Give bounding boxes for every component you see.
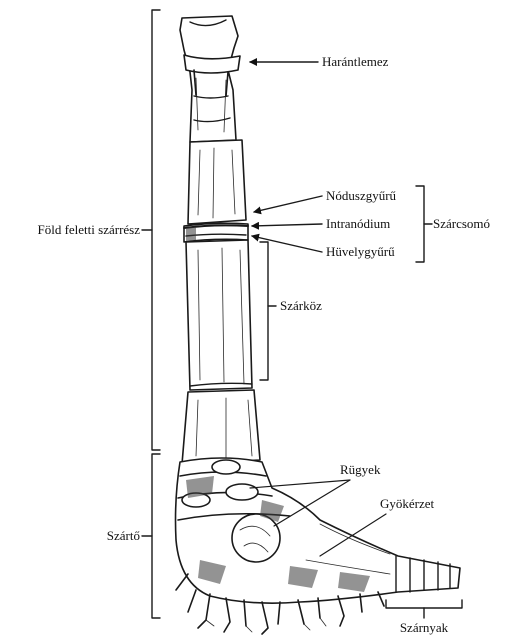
label-szarkoz: Szárköz <box>280 298 322 313</box>
label-szarto: Szártő <box>107 528 140 543</box>
label-rugyek: Rügyek <box>340 462 381 477</box>
huvelygyuru-arrow <box>252 236 322 252</box>
fold-feletti-bracket <box>152 10 160 450</box>
noduszgyuru-arrow <box>254 196 322 212</box>
label-huvelygyuru: Hüvelygyűrű <box>326 244 395 259</box>
label-intranodium: Intranódium <box>326 216 390 231</box>
label-gyokerzet: Gyökérzet <box>380 496 435 511</box>
szarto-bracket <box>152 454 160 618</box>
label-szarnyak: Szárnyak <box>400 620 449 635</box>
intranodium-arrow <box>252 224 322 226</box>
label-szarcsomo: Szárcsomó <box>433 216 490 231</box>
label-noduszgyuru: Nóduszgyűrű <box>326 188 397 203</box>
stem-illustration <box>176 16 461 634</box>
szarcsomo-bracket <box>416 186 424 262</box>
label-fold-feletti-szarresz: Föld feletti szárrész <box>37 222 140 237</box>
label-harantlemez: Harántlemez <box>322 54 389 69</box>
szarkoz-bracket <box>260 242 268 380</box>
szarnyak-bracket <box>386 600 462 608</box>
